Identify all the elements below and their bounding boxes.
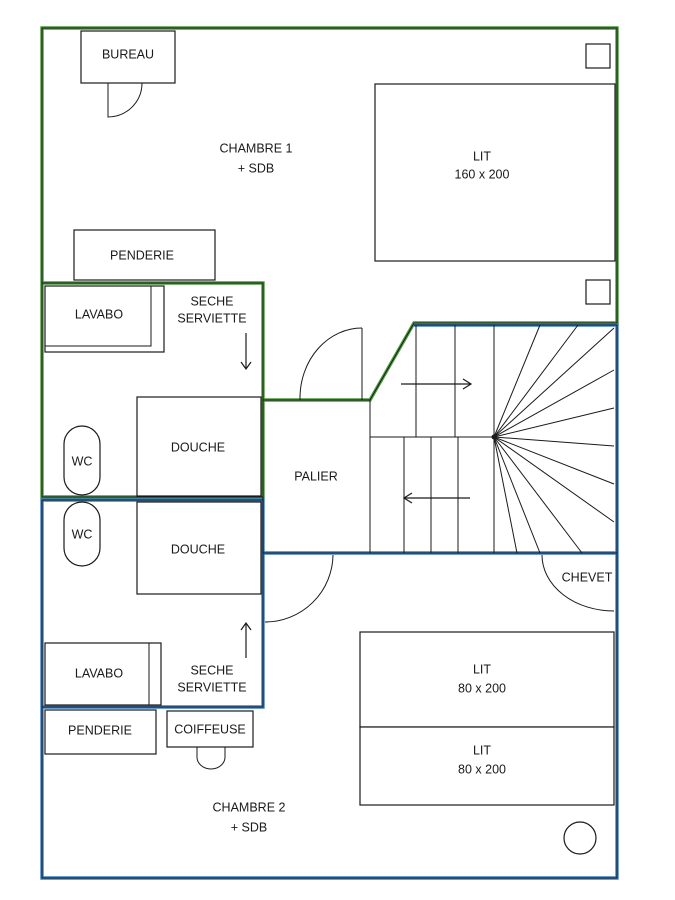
lit-160-label: LIT — [473, 149, 491, 163]
chambre2-subtitle: + SDB — [231, 820, 267, 834]
lavabo-1-label: LAVABO — [75, 307, 123, 321]
stair-arrow-right-icon — [401, 378, 473, 390]
seche-serviette-1-line2: SERVIETTE — [177, 311, 246, 325]
penderie-2-label: PENDERIE — [68, 723, 132, 737]
penderie-1: PENDERIE — [73, 229, 216, 281]
chambre2-zone-outline — [40, 323, 619, 880]
chevet: CHEVET — [541, 554, 615, 612]
wc-2-label: WC — [72, 527, 93, 541]
chambre1-title: CHAMBRE 1 — [220, 141, 293, 155]
wc-1-label: WC — [72, 454, 93, 468]
douche-1: DOUCHE — [136, 396, 262, 497]
palier-label: PALIER — [294, 469, 338, 483]
douche-1-label: DOUCHE — [171, 440, 225, 454]
chevet-label: CHEVET — [562, 570, 613, 584]
lit-80-top-label: LIT — [473, 662, 491, 676]
bureau-chair — [107, 82, 143, 118]
douche-2: DOUCHE — [136, 501, 262, 595]
coiffeuse-label: COIFFEUSE — [174, 722, 246, 736]
coiffeuse: COIFFEUSE — [166, 710, 254, 770]
lit-160: LIT 160 x 200 — [374, 83, 616, 262]
bureau-label: BUREAU — [102, 47, 154, 61]
penderie-1-label: PENDERIE — [110, 248, 174, 262]
wc-2: WC — [63, 501, 101, 567]
chambre2-title: CHAMBRE 2 — [213, 800, 286, 814]
lavabo-2-label: LAVABO — [75, 666, 123, 680]
lit-160-size: 160 x 200 — [455, 167, 510, 181]
door-chambre1 — [299, 327, 363, 400]
lavabo-2: LAVABO — [44, 642, 162, 706]
bureau: BUREAU — [80, 30, 176, 84]
seche-serviette-2-line1: SECHE — [190, 663, 233, 677]
lit-80-bottom: LIT 80 x 200 — [359, 726, 615, 806]
lit-80-bottom-size: 80 x 200 — [458, 762, 506, 776]
staircase — [369, 324, 615, 554]
chambre1-subtitle: + SDB — [238, 161, 274, 175]
seche-serviette-1-line1: SECHE — [190, 294, 233, 308]
wc-1: WC — [63, 425, 101, 496]
lit-80-top: LIT 80 x 200 — [359, 631, 615, 728]
penderie-2: PENDERIE — [44, 709, 157, 755]
chambre1-zone-outline — [40, 26, 619, 499]
douche-2-label: DOUCHE — [171, 542, 225, 556]
lavabo-1: LAVABO — [44, 285, 165, 353]
arrow-down-icon — [240, 333, 252, 371]
arrow-up-icon — [240, 621, 252, 658]
seche-serviette-2-line2: SERVIETTE — [177, 680, 246, 694]
nightstand-bottom-icon — [585, 279, 611, 305]
nightstand-top-icon — [585, 43, 611, 69]
stair-arrow-left-icon — [402, 492, 470, 504]
round-table-icon — [563, 821, 597, 855]
lit-80-top-size: 80 x 200 — [458, 681, 506, 695]
door-chambre2 — [264, 554, 334, 623]
lit-80-bottom-label: LIT — [473, 743, 491, 757]
